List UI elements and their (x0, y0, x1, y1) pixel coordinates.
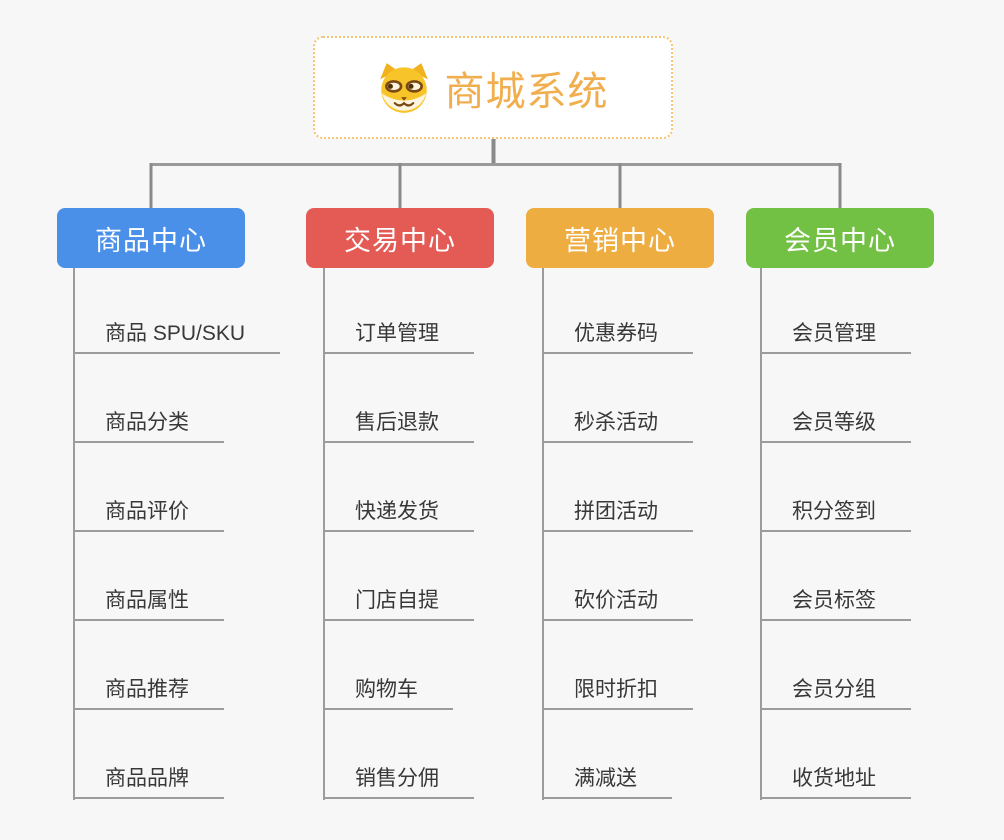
leaf-node[interactable]: 购物车 (324, 679, 453, 710)
branch-node-trade-center[interactable]: 交易中心 (306, 208, 494, 268)
leaf-node[interactable]: 积分签到 (761, 501, 911, 532)
leaf-node[interactable]: 商品分类 (74, 412, 224, 443)
root-title: 商城系统 (444, 69, 609, 114)
leaf-node[interactable]: 快递发货 (324, 501, 474, 532)
root-node[interactable]: 商城系统 (313, 36, 673, 139)
branch-node-member-center[interactable]: 会员中心 (746, 208, 934, 268)
branch-node-product-center[interactable]: 商品中心 (57, 208, 245, 268)
leaf-node[interactable]: 优惠券码 (543, 323, 693, 354)
leaf-node[interactable]: 会员标签 (761, 590, 911, 621)
leaf-node[interactable]: 收货地址 (761, 768, 911, 799)
leaf-node[interactable]: 订单管理 (324, 323, 474, 354)
leaf-node[interactable]: 满减送 (543, 768, 672, 799)
branch-node-marketing-center[interactable]: 营销中心 (526, 208, 714, 268)
leaf-node[interactable]: 商品 SPU/SKU (74, 323, 281, 354)
leaf-node[interactable]: 商品评价 (74, 501, 224, 532)
leaf-node[interactable]: 会员分组 (761, 679, 911, 710)
leaf-node[interactable]: 会员管理 (761, 323, 911, 354)
leaf-node[interactable]: 商品属性 (74, 590, 224, 621)
leaf-node[interactable]: 拼团活动 (543, 501, 693, 532)
dog-face-icon (379, 62, 428, 113)
leaf-node[interactable]: 售后退款 (324, 412, 474, 443)
leaf-node[interactable]: 商品推荐 (74, 679, 224, 710)
leaf-node[interactable]: 商品品牌 (74, 768, 224, 799)
leaf-node[interactable]: 会员等级 (761, 412, 911, 443)
leaf-node[interactable]: 门店自提 (324, 590, 474, 621)
leaf-node[interactable]: 砍价活动 (543, 590, 693, 621)
leaf-node[interactable]: 限时折扣 (543, 679, 693, 710)
leaf-node[interactable]: 秒杀活动 (543, 412, 693, 443)
leaf-node[interactable]: 销售分佣 (324, 768, 474, 799)
